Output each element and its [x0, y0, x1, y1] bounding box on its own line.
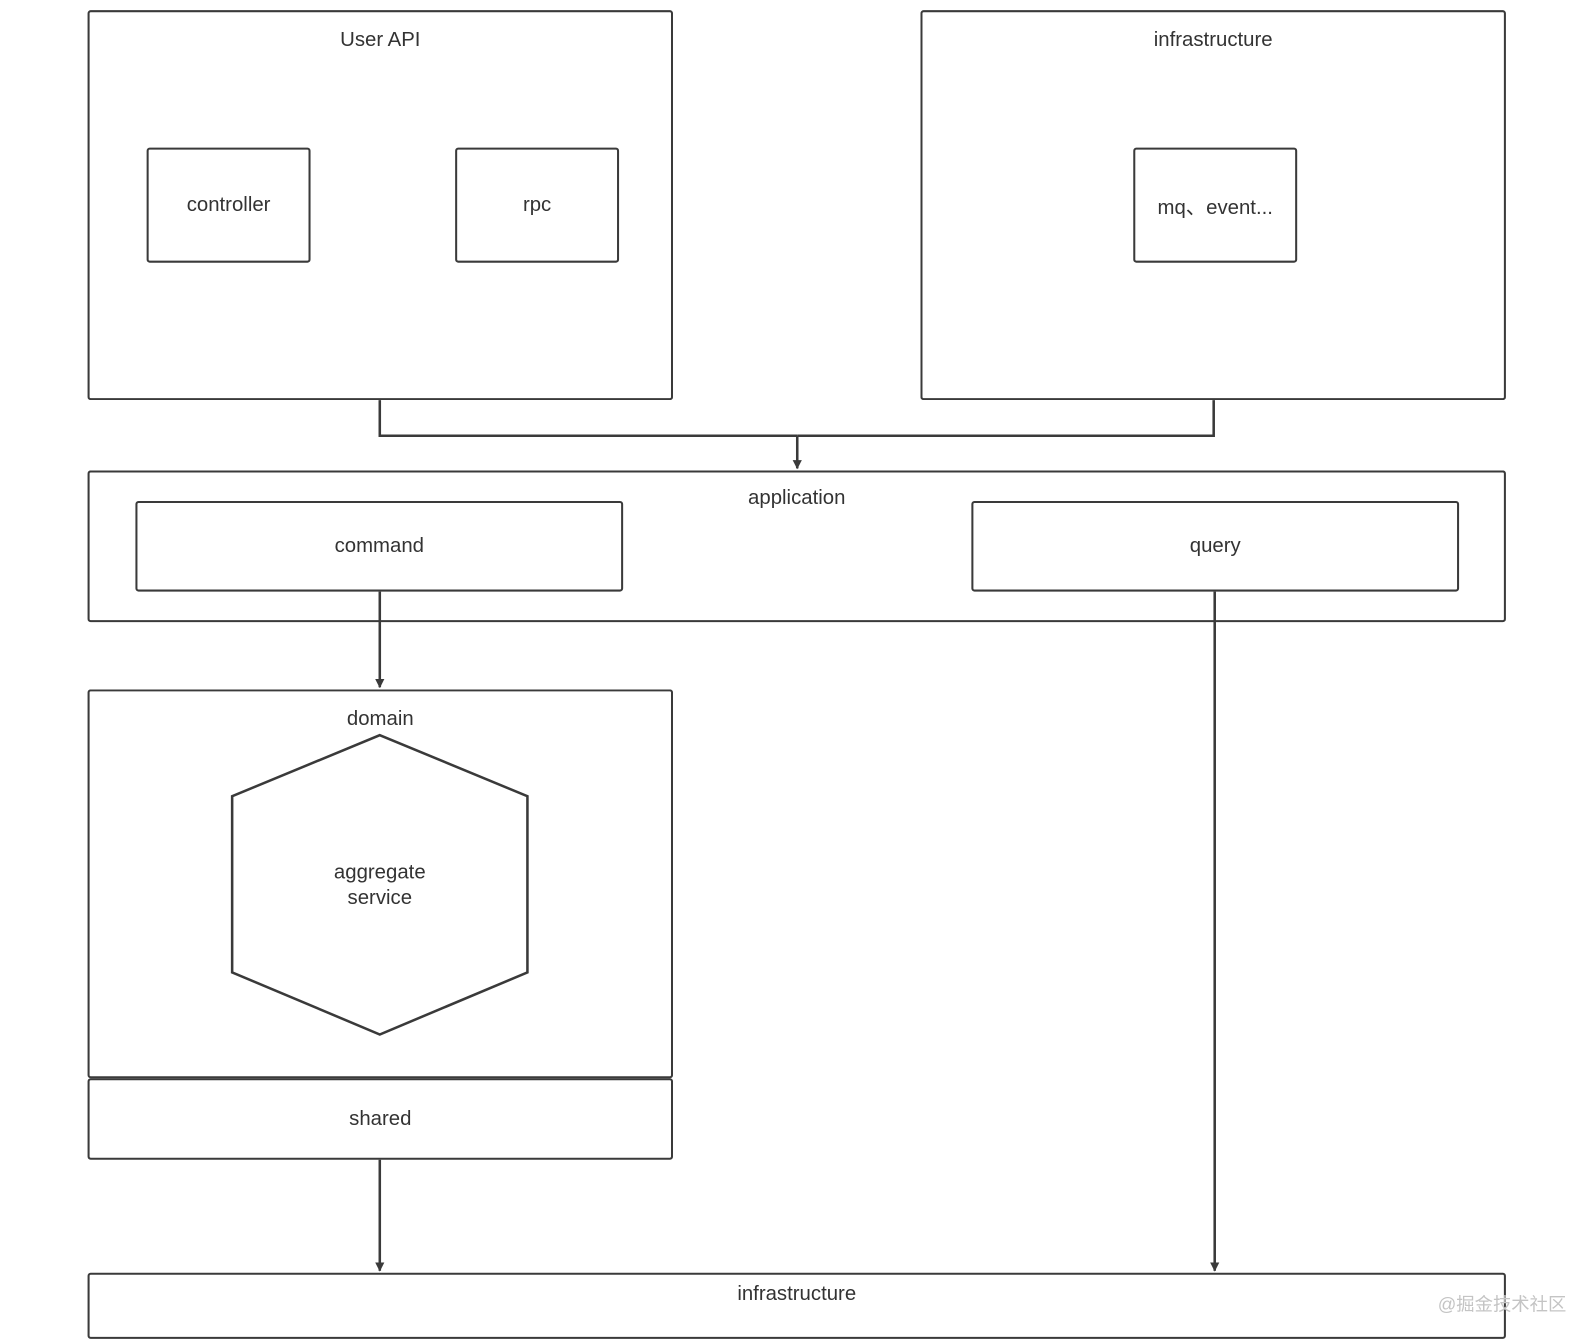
domain-layer: domain — [87, 689, 674, 1079]
command-box: command — [135, 500, 624, 592]
user-api-layer: User API — [87, 10, 674, 401]
shared-layer: shared — [87, 1078, 674, 1160]
application-layer: application — [87, 470, 1506, 623]
infrastructure-bottom-title: infrastructure — [737, 1282, 857, 1306]
infrastructure-bottom-layer: infrastructure — [87, 1272, 1506, 1339]
aggregate-label: aggregate — [333, 861, 426, 884]
query-box: query — [971, 500, 1460, 592]
watermark-text: @掘金技术社区 — [1437, 1294, 1567, 1315]
user-api-title: User API — [340, 28, 421, 51]
aggregate-service-label: aggregate service — [278, 860, 482, 911]
infrastructure-top-title: infrastructure — [1153, 28, 1273, 51]
domain-title: domain — [346, 707, 414, 731]
rpc-box: rpc — [455, 147, 620, 263]
application-title: application — [748, 486, 846, 510]
infrastructure-top-layer: infrastructure — [920, 10, 1506, 401]
user-api-connector — [378, 400, 798, 438]
mq-event-box: mq、event... — [1133, 147, 1298, 263]
service-label: service — [347, 886, 413, 910]
infrastructure-top-connector — [797, 400, 1215, 438]
controller-box: controller — [146, 147, 311, 263]
